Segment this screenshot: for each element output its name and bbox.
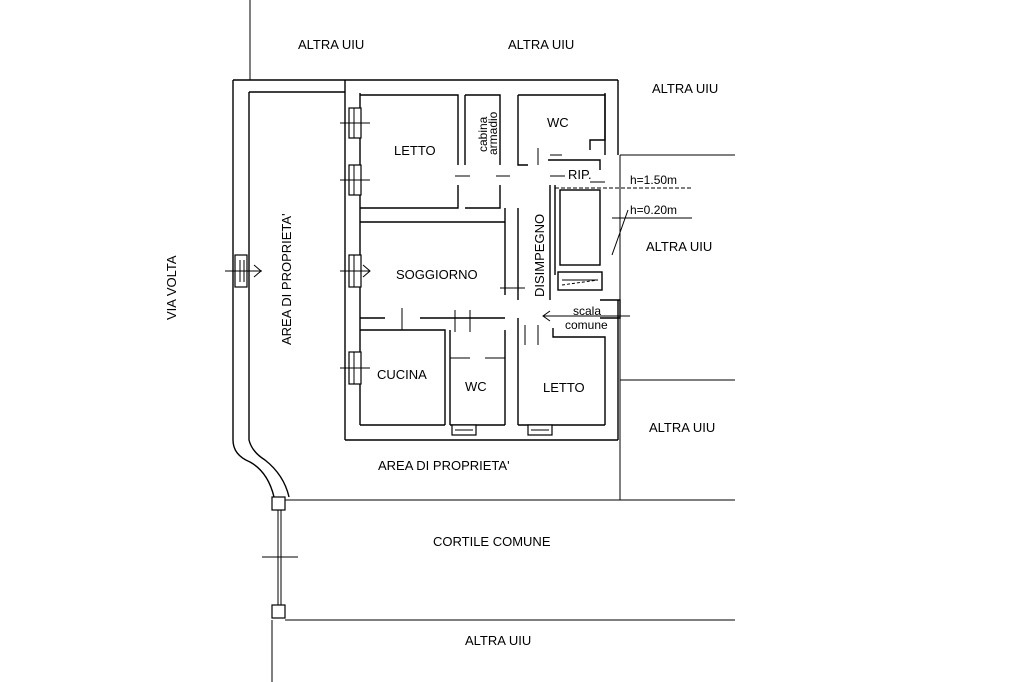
label-cabina: cabina [476, 116, 490, 152]
window-letto-1-bottom [340, 164, 370, 196]
window-letto-1-top [340, 107, 370, 139]
room-soggiorno [360, 221, 505, 332]
label-letto-2: LETTO [543, 380, 585, 395]
h150-niche [559, 189, 601, 266]
window-soggiorno [340, 254, 371, 288]
site-boundaries [249, 0, 735, 682]
window-wc-2 [451, 424, 477, 436]
label-soggiorno: SOGGIORNO [396, 267, 478, 282]
label-altra-uiu-top-mid: ALTRA UIU [508, 37, 574, 52]
room-cabina-armadio [455, 94, 510, 209]
label-h-150: h=1.50m [630, 173, 677, 187]
label-altra-uiu-top-left: ALTRA UIU [298, 37, 364, 52]
property-wall [225, 79, 345, 498]
room-wc-1 [517, 94, 606, 166]
label-cucina: CUCINA [377, 367, 427, 382]
label-altra-uiu-top-right: ALTRA UIU [652, 81, 718, 96]
label-area-proprieta-left: AREA DI PROPRIETA' [279, 213, 294, 345]
room-letto-2 [517, 318, 539, 425]
label-wc-1: WC [547, 115, 569, 130]
label-disimpegno: DISIMPEGNO [532, 214, 547, 297]
room-wc-2 [449, 330, 506, 425]
height-leaders [555, 187, 692, 219]
label-cortile-comune: CORTILE COMUNE [433, 534, 551, 549]
label-h-020: h=0.20m [630, 203, 677, 217]
label-scala: scala [573, 304, 601, 318]
stair-area [542, 271, 630, 425]
label-wc-2: WC [465, 379, 487, 394]
room-rip [548, 159, 605, 183]
room-letto-1 [360, 94, 459, 209]
label-via-volta: VIA VOLTA [164, 255, 179, 320]
label-altra-uiu-bottom: ALTRA UIU [465, 633, 531, 648]
label-area-proprieta-bottom: AREA DI PROPRIETA' [378, 458, 510, 473]
label-altra-uiu-mid-right: ALTRA UIU [646, 239, 712, 254]
courtyard-gate [262, 496, 298, 619]
label-armadio: armadio [486, 111, 500, 155]
labels: ALTRA UIU ALTRA UIU ALTRA UIU ALTRA UIU … [164, 37, 718, 648]
label-rip: RIP. [568, 167, 592, 182]
window-letto-2 [527, 424, 553, 436]
windows [340, 107, 553, 436]
label-comune: comune [565, 318, 608, 332]
room-cucina [360, 329, 446, 425]
window-cucina [340, 351, 370, 385]
label-altra-uiu-low-right: ALTRA UIU [649, 420, 715, 435]
label-letto-1: LETTO [394, 143, 436, 158]
